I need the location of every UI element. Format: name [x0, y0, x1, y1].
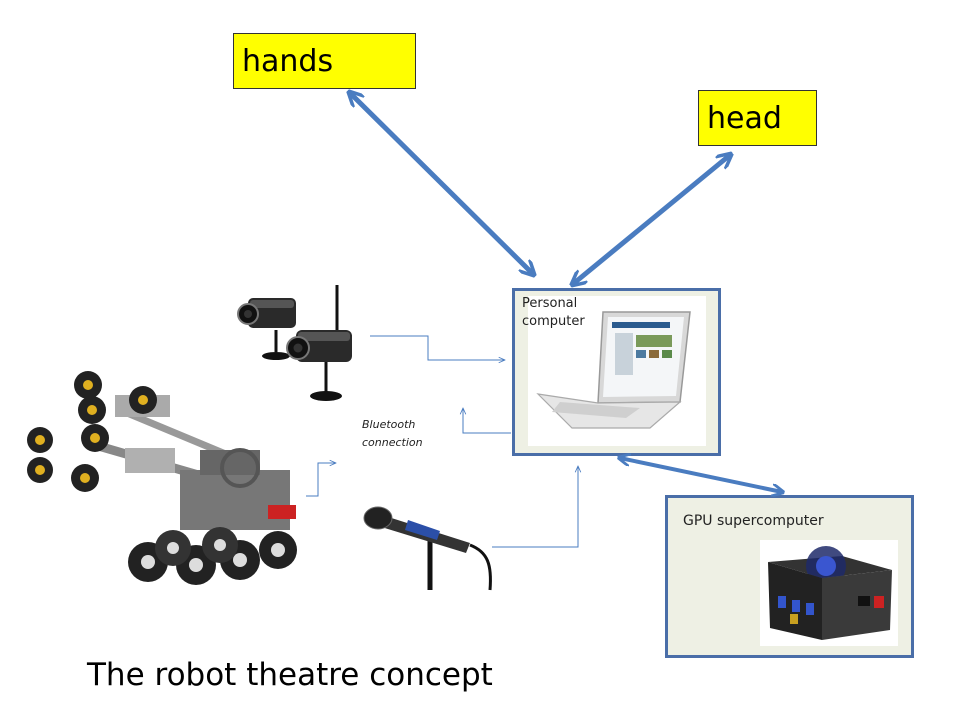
connector-pc-bluetooth [463, 408, 511, 434]
arrow-hands-pc [350, 93, 533, 274]
arrow-head-pc [573, 155, 730, 284]
power-supply-image [768, 546, 892, 640]
arrow-pc-gpu [620, 458, 782, 492]
connector-mic-pc [488, 466, 578, 548]
bluetooth-connection-label: Bluetooth connection [362, 418, 423, 449]
microphone-image [358, 500, 492, 591]
personal-computer-label: Personal computer [522, 296, 585, 329]
gpu-supercomputer-label: GPU supercomputer [683, 513, 824, 529]
head-box: head [698, 90, 817, 146]
connector-robot-bluetooth [298, 463, 336, 497]
hands-label: hands [242, 43, 334, 79]
connector-camera-pc [355, 335, 505, 360]
robot-vehicle-image [18, 362, 306, 602]
hands-box: hands [233, 33, 416, 89]
head-label: head [707, 100, 782, 136]
diagram-title: The robot theatre concept [87, 657, 493, 693]
laptop-image [536, 311, 691, 429]
